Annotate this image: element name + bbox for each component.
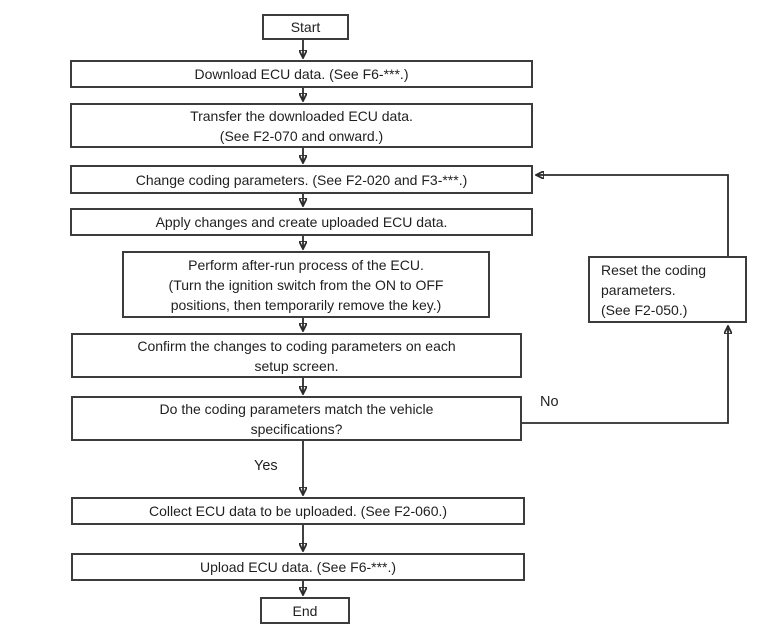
node-apply-label: Apply changes and create uploaded ECU da… <box>155 214 448 230</box>
node-decision-line-1: Do the coding parameters match the vehic… <box>159 400 434 417</box>
node-change-label: Change coding parameters. (See F2-020 an… <box>135 171 468 188</box>
node-afterrun-line-2: (Turn the ignition switch from the ON to… <box>168 276 444 293</box>
arrow-reset-to-change <box>537 175 729 256</box>
node-upload-label: Upload ECU data. (See F6-***.) <box>199 559 397 575</box>
node-download-label: Download ECU data. (See F6-***.) <box>194 66 409 82</box>
node-collect-ecu-data: Collect ECU data to be uploaded. (See F2… <box>71 497 525 525</box>
node-confirm-changes: Confirm the changes to coding parameters… <box>71 333 522 378</box>
node-end-label: End <box>292 602 318 619</box>
node-reset-line-2: parameters. <box>601 281 676 298</box>
node-reset-coding-parameters: Reset the coding parameters. (See F2-050… <box>588 256 747 323</box>
edge-label-yes: Yes <box>252 458 280 474</box>
node-start-label: Start <box>290 19 321 35</box>
node-confirm-line-2: setup screen. <box>254 357 339 374</box>
node-end: End <box>260 597 350 624</box>
node-upload-ecu-data: Upload ECU data. (See F6-***.) <box>71 553 525 581</box>
node-apply-changes: Apply changes and create uploaded ECU da… <box>70 208 533 236</box>
node-decision-line-2: specifications? <box>250 420 343 437</box>
edge-label-no: No <box>538 394 561 410</box>
arrow-decision-to-reset <box>522 327 728 424</box>
node-confirm-line-1: Confirm the changes to coding parameters… <box>137 337 456 354</box>
node-after-run-process: Perform after-run process of the ECU. (T… <box>122 251 490 318</box>
node-reset-line-1: Reset the coding <box>601 261 707 278</box>
node-afterrun-line-3: positions, then temporarily remove the k… <box>170 296 442 313</box>
node-download-ecu-data: Download ECU data. (See F6-***.) <box>70 60 533 88</box>
node-transfer-ecu-data: Transfer the downloaded ECU data. (See F… <box>70 103 533 148</box>
node-transfer-line-1: Transfer the downloaded ECU data. <box>190 107 413 124</box>
node-decision-parameters-match: Do the coding parameters match the vehic… <box>71 396 522 441</box>
node-collect-label: Collect ECU data to be uploaded. (See F2… <box>148 503 448 519</box>
node-start: Start <box>262 14 349 40</box>
node-reset-line-3: (See F2-050.) <box>601 301 688 318</box>
node-transfer-line-2: (See F2-070 and onward.) <box>219 127 384 144</box>
node-change-coding-parameters: Change coding parameters. (See F2-020 an… <box>70 165 533 194</box>
node-afterrun-line-1: Perform after-run process of the ECU. <box>188 256 424 273</box>
